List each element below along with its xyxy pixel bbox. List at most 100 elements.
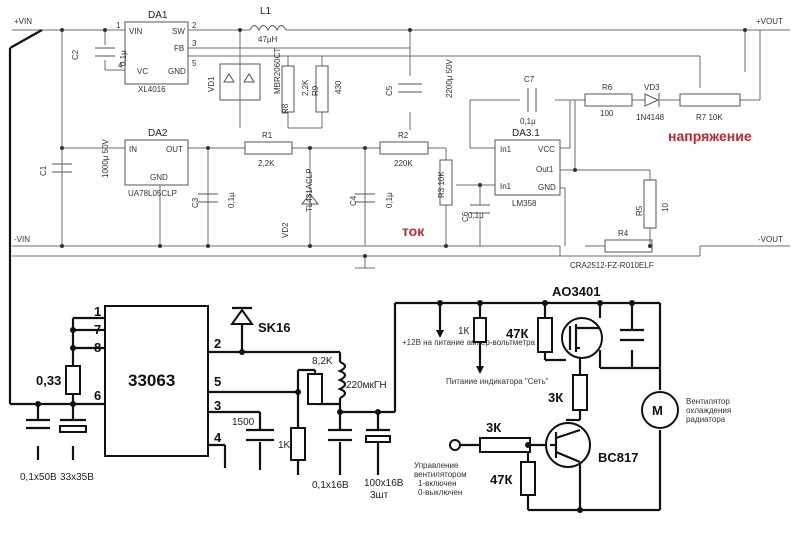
r1-label: R1 bbox=[262, 131, 273, 140]
da1-pin1: 1 bbox=[116, 21, 121, 30]
resistor-8-2k bbox=[307, 373, 323, 405]
r4-part: CRA2512-FZ-R010ELF bbox=[570, 261, 654, 270]
da3-in1n: In1 bbox=[500, 182, 512, 191]
da1-gnd: GND bbox=[168, 67, 186, 76]
resistor-r9 bbox=[315, 65, 329, 113]
r4-label: R4 bbox=[618, 229, 629, 238]
resistor-r5 bbox=[643, 179, 657, 229]
resistor-1k-led bbox=[473, 317, 487, 343]
resistor-47k-gate bbox=[537, 317, 553, 353]
cap-33-label: 33x35B bbox=[60, 472, 94, 483]
c5-value: 2200μ 50V bbox=[445, 58, 454, 98]
c5-label: C5 bbox=[385, 85, 394, 96]
arrow-supply-icon bbox=[436, 330, 444, 338]
r9-label: R9 bbox=[311, 85, 320, 96]
chip-33063 bbox=[104, 305, 209, 457]
resistor-1k-led-label: 1К bbox=[458, 326, 470, 337]
resistor-3k bbox=[572, 374, 588, 411]
mosfet-label: AO3401 bbox=[552, 284, 600, 299]
da1-vc: VC bbox=[137, 67, 148, 76]
c3-value: 0,1μ bbox=[227, 192, 236, 208]
pin-6-label: 6 bbox=[94, 388, 101, 403]
vd3-part: 1N4148 bbox=[636, 113, 665, 122]
resistor-r1 bbox=[244, 141, 293, 155]
vd1-package bbox=[219, 63, 261, 101]
da3-in1p: In1 bbox=[500, 145, 512, 154]
pin-4-label: 4 bbox=[214, 430, 222, 445]
resistor-0-33 bbox=[65, 365, 81, 395]
c7-value: 0,1μ bbox=[520, 117, 536, 126]
resistor-8-2k-label: 8,2K bbox=[312, 356, 333, 367]
c6-label: C6 bbox=[461, 211, 470, 222]
da2-label: DA2 bbox=[148, 128, 168, 139]
c2-label: C2 bbox=[71, 49, 80, 60]
c4-label: C4 bbox=[349, 195, 358, 206]
r6-label: R6 bbox=[602, 83, 613, 92]
resistor-0-33-label: 0,33 bbox=[36, 373, 61, 388]
c4-value: 0,1μ bbox=[385, 192, 394, 208]
cap-33-plate-b bbox=[59, 425, 87, 433]
r8-value: 2,2K bbox=[301, 79, 310, 96]
da3-label: DA3.1 bbox=[512, 128, 540, 139]
resistor-r8 bbox=[281, 65, 295, 113]
cap-01-label: 0,1x16B bbox=[312, 480, 349, 491]
c1-label: C1 bbox=[39, 165, 48, 176]
top-wiring bbox=[12, 29, 790, 269]
l1-label: L1 bbox=[260, 6, 272, 17]
potentiometer-r3 bbox=[439, 159, 453, 206]
vd2-zener bbox=[300, 193, 320, 205]
vd1-label: VD1 bbox=[207, 76, 216, 92]
da1-part: XL4016 bbox=[138, 85, 166, 94]
cap-100-label: 100x16B bbox=[364, 478, 404, 489]
led-note: Питание индикатора "Сеть" bbox=[446, 377, 549, 386]
fan-note-1: Вентилятор bbox=[686, 397, 730, 406]
da1-vin: VIN bbox=[129, 27, 143, 36]
voltage-label: напряжение bbox=[668, 128, 752, 144]
pin-5-label: 5 bbox=[214, 374, 221, 389]
resistor-3k-base bbox=[479, 437, 531, 453]
vd1-diode-a bbox=[223, 73, 235, 83]
da2-in: IN bbox=[129, 145, 137, 154]
resistor-r6 bbox=[584, 93, 633, 107]
c7-label: C7 bbox=[524, 75, 535, 84]
da3-out1: Out1 bbox=[536, 165, 554, 174]
inductor-220uh-label: 220мкГН bbox=[346, 380, 387, 391]
da1-sw: SW bbox=[172, 27, 185, 36]
pin-1-label: 1 bbox=[94, 304, 101, 319]
da3-vcc: VCC bbox=[538, 145, 555, 154]
da2-part: UA78L05CLP bbox=[128, 189, 177, 198]
pin-3-label: 3 bbox=[214, 398, 221, 413]
da3-chip bbox=[494, 139, 561, 196]
potentiometer-r7 bbox=[679, 93, 741, 107]
vout-neg-label: -VOUT bbox=[758, 235, 783, 244]
resistor-47k-base bbox=[520, 461, 536, 496]
da1-chip bbox=[124, 21, 189, 85]
da1-fb: FB bbox=[174, 44, 184, 53]
resistor-47k-base-label: 47К bbox=[490, 472, 512, 487]
fan-note-3: радиатора bbox=[686, 415, 726, 424]
r6-value: 100 bbox=[600, 109, 614, 118]
r9-value: 430 bbox=[334, 80, 343, 94]
sk16-label: SK16 bbox=[258, 320, 291, 335]
inductor-l1 bbox=[249, 25, 287, 32]
vd2-part: TL431ACLP bbox=[305, 168, 314, 212]
resistor-3k-label: 3К bbox=[548, 390, 563, 405]
da2-chip bbox=[124, 139, 189, 186]
inductor-220uh bbox=[337, 360, 347, 399]
mosfet-ao3401 bbox=[561, 317, 603, 359]
pin-2-label: 2 bbox=[214, 336, 221, 351]
r7-label: R7 10K bbox=[696, 113, 723, 122]
cap-100-plate-b bbox=[365, 435, 391, 443]
vin-pos-label: +VIN bbox=[14, 17, 32, 26]
vin-neg-label: -VIN bbox=[14, 235, 30, 244]
r5-value: 10 bbox=[661, 203, 670, 212]
da1-pin3: 3 bbox=[192, 39, 197, 48]
supply-note: +12В на питание ампер-вольтметра bbox=[402, 338, 536, 347]
ctrl-note-4: 0-выключен bbox=[418, 488, 462, 497]
da3-part: LM358 bbox=[512, 199, 537, 208]
resistor-3k-base-label: 3К bbox=[486, 420, 501, 435]
ctrl-note-1: Управление bbox=[414, 461, 459, 470]
r2-label: R2 bbox=[398, 131, 409, 140]
chip-33063-label: 33063 bbox=[128, 371, 175, 390]
